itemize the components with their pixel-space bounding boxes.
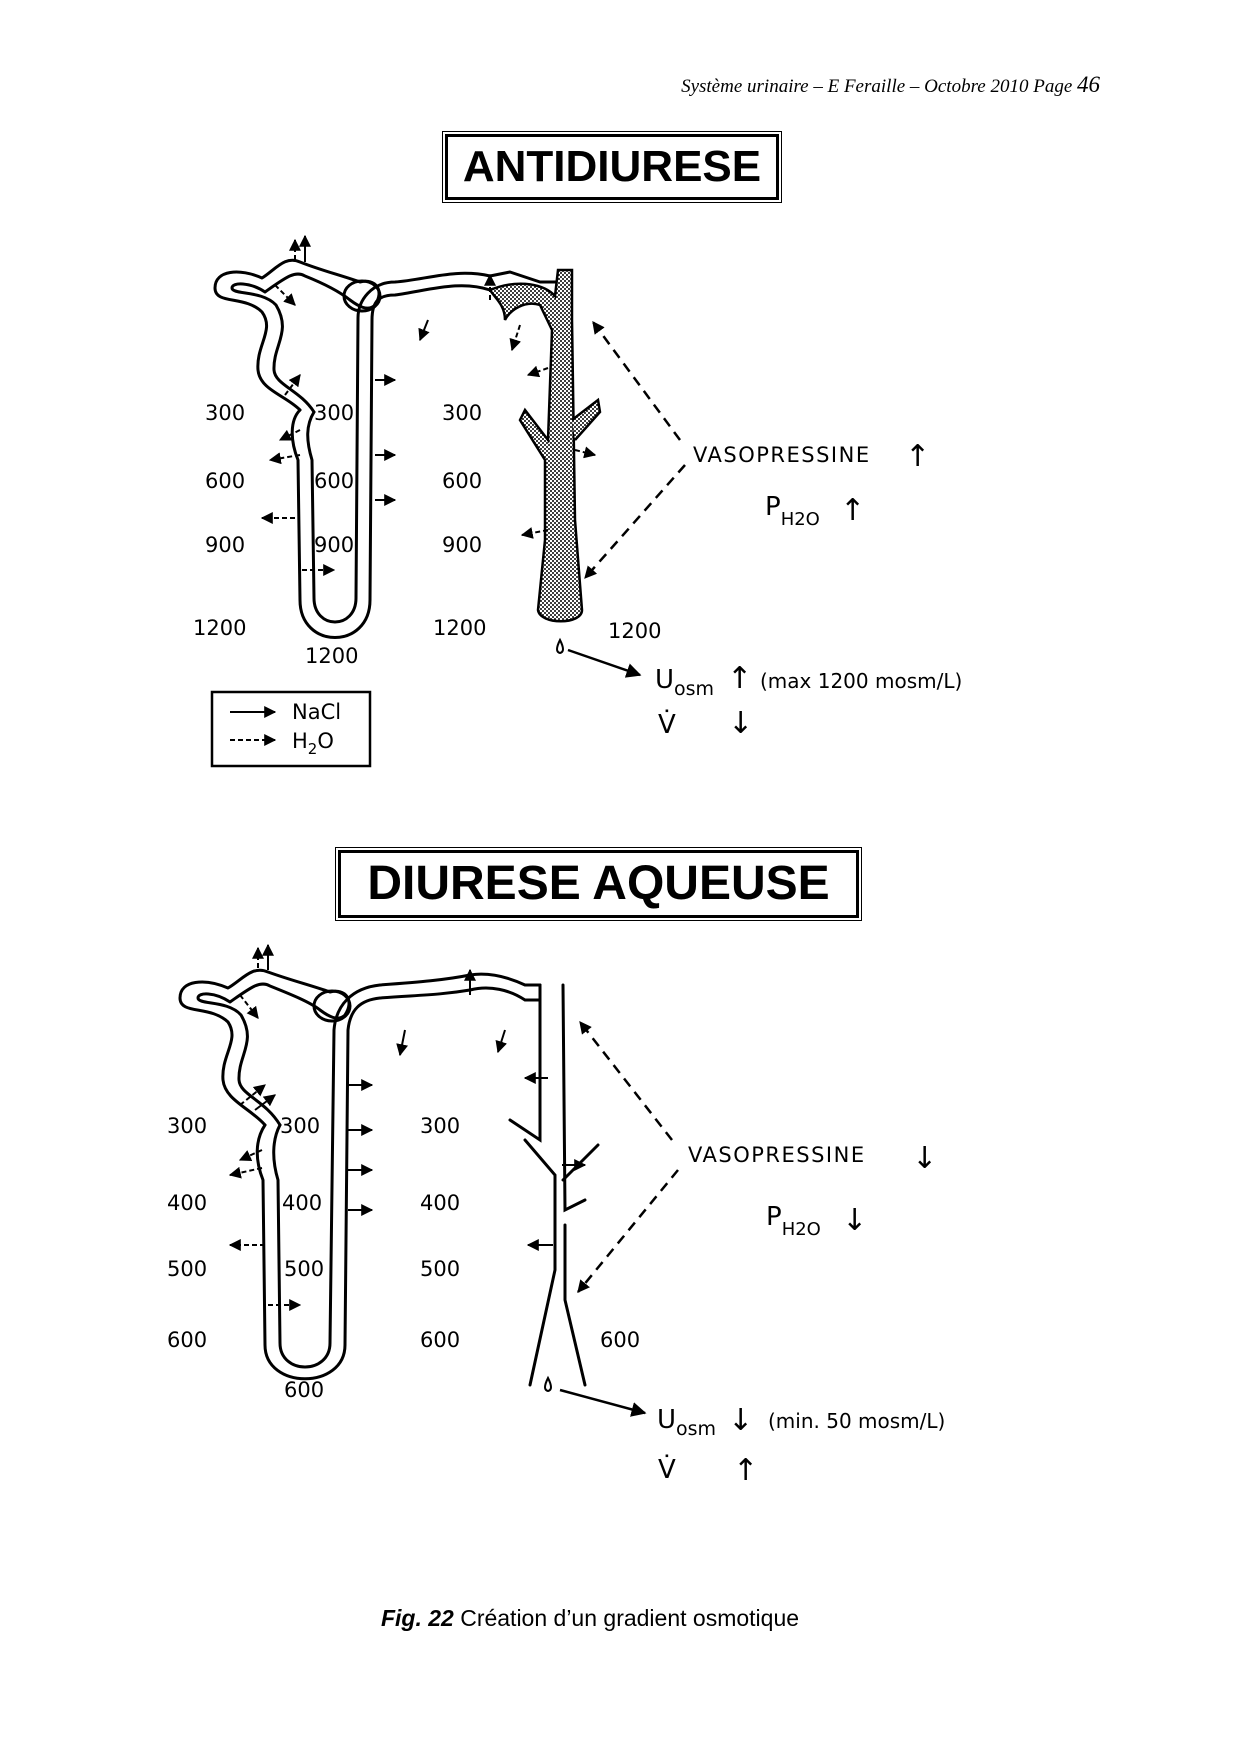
figure-caption-text: Création d’un gradient osmotique (453, 1605, 800, 1631)
vasopressine-arrow-bottom: ↓ (912, 1141, 937, 1176)
label-c3-1200: 1200 (433, 616, 486, 640)
uosm-note: (max 1200 mosm/L) (760, 669, 962, 693)
label-b-c2-400: 400 (282, 1191, 322, 1215)
page-header: Système urinaire – E Feraille – Octobre … (600, 72, 1100, 98)
label-c1-900: 900 (205, 533, 245, 557)
legend-h2o: H2O (292, 729, 334, 758)
label-b-c3-500: 500 (420, 1257, 460, 1281)
flow-label-bottom: V̇ (658, 1453, 676, 1485)
label-b-c3-400: 400 (420, 1191, 460, 1215)
ph2o-label: PH2O (765, 492, 820, 530)
urine-arrow-bottom (559, 1388, 647, 1417)
label-b-c3-300: 300 (420, 1114, 460, 1138)
ph2o-arrow: ↑ (840, 493, 865, 528)
label-b-c1-300: 300 (167, 1114, 207, 1138)
uosm-note-bottom: (min. 50 mosm/L) (768, 1409, 945, 1433)
urine-drop (556, 637, 564, 655)
title-antidiurese: ANTIDIURESE (442, 131, 782, 203)
vasopressine-arrows (584, 320, 686, 579)
uosm-arrow: ↑ (727, 661, 752, 696)
flow-arrow: ↓ (728, 706, 753, 741)
transport-arrows-bottom (228, 943, 587, 1311)
label-b-c3-600: 600 (420, 1328, 460, 1352)
label-b-duct-600: 600 (600, 1328, 640, 1352)
title-diurese-aqueuse: DIURESE AQUEUSE (335, 847, 862, 921)
vasopressine-arrows-bottom (577, 1021, 679, 1293)
label-c1-1200: 1200 (193, 616, 246, 640)
label-b-c2-300: 300 (280, 1114, 320, 1138)
vasopressine-label-bottom: VASOPRESSINE (688, 1143, 866, 1167)
uosm-label: Uosm (655, 665, 714, 700)
label-b-loop-bottom: 600 (284, 1378, 324, 1402)
label-b-c2-500: 500 (284, 1257, 324, 1281)
label-c2-300: 300 (314, 401, 354, 425)
collecting-duct-bottom (508, 983, 600, 1387)
label-b-c1-600: 600 (167, 1328, 207, 1352)
label-c3-600: 600 (442, 469, 482, 493)
figure-caption: Fig. 22 Création d’un gradient osmotique (0, 1605, 1180, 1632)
diurese-aqueuse-diagram: 300 400 500 600 300 400 500 600 300 400 … (167, 943, 945, 1488)
label-c3-900: 900 (442, 533, 482, 557)
vasopressine-arrow: ↑ (905, 439, 930, 474)
ph2o-arrow-bottom: ↓ (842, 1203, 867, 1238)
urine-drop-bottom (544, 1375, 552, 1393)
nephron-tubule (213, 258, 562, 639)
flow-arrow-bottom: ↑ (733, 1453, 758, 1488)
header-text: Système urinaire – E Feraille – Octobre … (681, 76, 1073, 97)
uosm-label-bottom: Uosm (657, 1405, 716, 1440)
label-c3-300: 300 (442, 401, 482, 425)
collecting-duct (488, 268, 602, 623)
antidiurese-diagram: 300 600 900 1200 300 600 900 1200 300 60… (193, 234, 962, 768)
label-loop-bottom: 1200 (305, 644, 358, 668)
vasopressine-label: VASOPRESSINE (693, 443, 871, 467)
label-b-c1-400: 400 (167, 1191, 207, 1215)
figure-label: Fig. 22 (380, 1605, 454, 1631)
page-number: 46 (1077, 72, 1100, 97)
label-c1-600: 600 (205, 469, 245, 493)
flow-label: V̇ (658, 708, 676, 740)
transport-arrows (260, 234, 597, 576)
label-duct-1200: 1200 (608, 619, 661, 643)
legend: NaCl H2O (210, 690, 372, 768)
uosm-arrow-bottom: ↓ (728, 1403, 753, 1438)
label-c2-600: 600 (314, 469, 354, 493)
legend-nacl: NaCl (292, 700, 341, 724)
label-c1-300: 300 (205, 401, 245, 425)
ph2o-label-bottom: PH2O (766, 1202, 821, 1240)
label-c2-900: 900 (314, 533, 354, 557)
urine-arrow (567, 648, 642, 678)
label-b-c1-500: 500 (167, 1257, 207, 1281)
